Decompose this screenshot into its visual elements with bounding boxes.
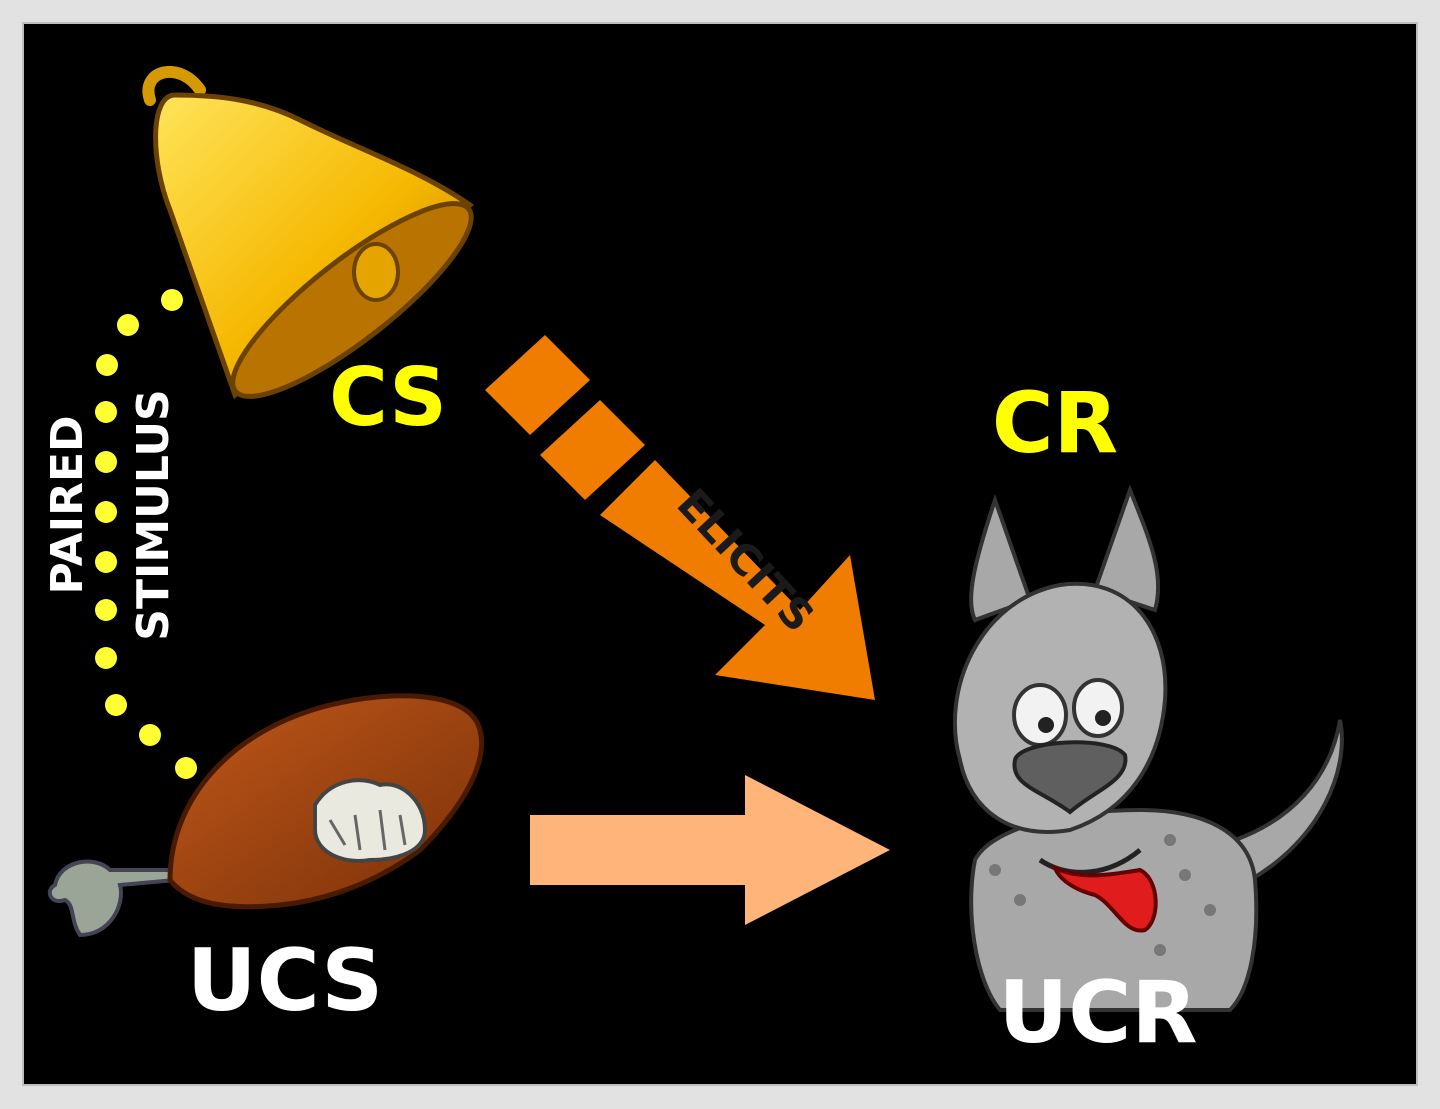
cs-label: CS xyxy=(329,351,447,444)
paired-stimulus-dots xyxy=(95,289,197,779)
meat-bone-icon xyxy=(47,693,484,938)
stimulus-label: STIMULUS xyxy=(128,389,179,640)
ucs-label: UCS xyxy=(187,931,383,1031)
dog-icon xyxy=(952,484,1344,1012)
paired-label: PAIRED xyxy=(42,415,93,594)
bell-icon xyxy=(142,66,475,400)
elicits-arrow xyxy=(485,335,875,700)
cr-label: CR xyxy=(992,374,1118,472)
ucr-label: UCR xyxy=(998,963,1197,1063)
ucs-ucr-arrow xyxy=(530,775,890,925)
